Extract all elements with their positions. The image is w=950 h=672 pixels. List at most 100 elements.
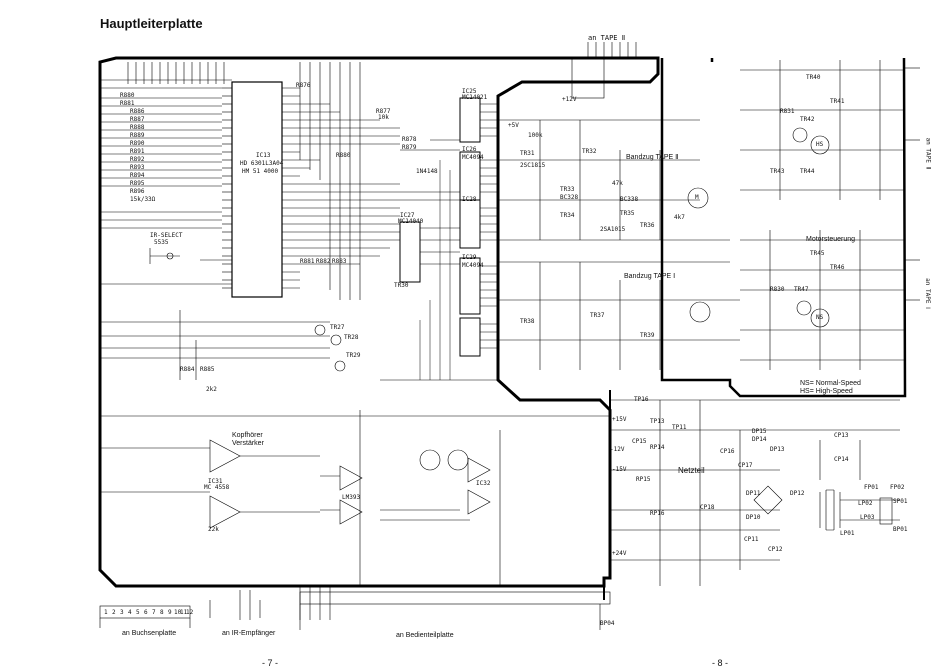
netzteil-label: Netzteil (678, 466, 705, 475)
transistor-label: TR38 (520, 318, 535, 325)
pin-number: 3 (120, 609, 124, 616)
pin-number: 7 (152, 609, 156, 616)
ic27-label: IC27 (400, 212, 415, 219)
resistor-label: R886 (130, 108, 145, 115)
part-label: CP11 (744, 536, 759, 543)
ic13-type-label: HD 6301L3A04 (240, 160, 284, 167)
pin-number: 12 (186, 609, 194, 616)
ic25-body (459, 97, 481, 143)
part-label: CP18 (700, 504, 715, 511)
resistor-label: R893 (130, 164, 145, 171)
part-label: DP14 (752, 436, 767, 443)
value-label: BC338 (620, 196, 639, 203)
connector-bedien-label: an Bedienteilplatte (396, 632, 454, 639)
part-label: CP12 (768, 546, 783, 553)
value-label: 2SC1815 (520, 162, 546, 169)
resistor-label: R883 (332, 258, 347, 265)
ic26-type-label: MC4094 (462, 154, 484, 161)
transistor-label: TR28 (344, 334, 359, 341)
part-label: RP16 (650, 510, 665, 517)
part-label: DP13 (770, 446, 785, 453)
part-label: RP15 (636, 476, 651, 483)
value-label: BC328 (560, 194, 579, 201)
part-label: RP14 (650, 444, 665, 451)
resistor-label: R887 (130, 116, 145, 123)
ns-motor-label: NS (816, 314, 824, 321)
resistor-label: R889 (130, 132, 145, 139)
resistor-label: R881 (300, 258, 315, 265)
connector-tape2-right-label: an TAPE Ⅱ (924, 137, 932, 170)
ic29-label: IC29 (462, 254, 477, 261)
kopfhoerer-label: Kopfhörer (232, 432, 263, 439)
ic13-b-label: HM 51 4000 (242, 168, 279, 175)
resistor-label: R885 (200, 366, 215, 373)
ic13-body (231, 81, 283, 298)
part-label: CP14 (834, 456, 849, 463)
left-lower-circuit (100, 248, 610, 620)
bottom-connectors (99, 591, 611, 630)
pin-number: 8 (160, 609, 164, 616)
resistor-label: R896 (130, 188, 145, 195)
pin-number: 1 (104, 609, 108, 616)
page-number-right: - 8 - (712, 658, 729, 668)
ic32-label: IC32 (476, 480, 491, 487)
transistor-label: TR30 (394, 282, 409, 289)
value-label: +15V (612, 416, 627, 423)
transistor-label: TR44 (800, 168, 815, 175)
ic28-body (459, 199, 481, 249)
value-label: 2k2 (206, 386, 217, 393)
value-label: 47k (612, 180, 623, 187)
ic25-type-label: MC14021 (462, 94, 488, 101)
part-label: FP02 (890, 484, 905, 491)
transistor-label: TR40 (806, 74, 821, 81)
connector-ir-label: an IR-Empfänger (222, 630, 276, 637)
resistor-label: R830 (770, 286, 785, 293)
hs-legend: HS= High-Speed (800, 388, 853, 395)
value-label: 100k (528, 132, 543, 139)
transistor-label: TR32 (582, 148, 597, 155)
ic27-type-label: MC14040 (398, 218, 424, 225)
left-bus-lines (100, 79, 330, 359)
value-label: +5V (508, 122, 519, 129)
transistor-label: TR45 (810, 250, 825, 257)
resistor-label: R877 (376, 108, 391, 115)
resistor-label: R878 (402, 136, 417, 143)
transistor-label: TR31 (520, 150, 535, 157)
ic27-body (399, 221, 421, 283)
right-edge-marks (904, 67, 920, 301)
resistor-label: R831 (780, 108, 795, 115)
part-label: CP16 (720, 448, 735, 455)
part-label: DP15 (752, 428, 767, 435)
ic13-pins-right (282, 87, 460, 289)
part-label: CP17 (738, 462, 753, 469)
connector-buchsen-label: an Buchsenplatte (122, 630, 177, 637)
top-vertical-bus (127, 62, 361, 300)
transistor-label: TR36 (640, 222, 655, 229)
pin-number: 10 (174, 609, 182, 616)
resistor-label-bottom: 15k/33Ω (130, 196, 156, 203)
transistor-label: TR35 (620, 210, 635, 217)
part-label: CP15 (632, 438, 647, 445)
motorsteuerung-label: Motorsteuerung (806, 236, 856, 243)
part-label: TP11 (672, 424, 687, 431)
part-label: LP03 (860, 514, 875, 521)
ic31-type-label: MC 4558 (204, 484, 230, 491)
page-number-left: - 7 - (262, 658, 279, 668)
verstaerker-label: Verstärker (232, 440, 264, 447)
value-label: 22k (208, 526, 219, 533)
part-label: SP01 (893, 498, 908, 505)
transistor-label: TR47 (794, 286, 809, 293)
resistor-label: R892 (130, 156, 145, 163)
part-label: CP13 (834, 432, 849, 439)
resistor-label: R881 (120, 100, 135, 107)
board-outline-left (98, 56, 660, 588)
part-label: TP13 (650, 418, 665, 425)
pin-number: 5 (136, 609, 140, 616)
pin-number: 4 (128, 609, 132, 616)
tape2-area (498, 42, 904, 370)
part-label: DP12 (790, 490, 805, 497)
resistor-label: R888 (130, 124, 145, 131)
transistor-label: TR29 (346, 352, 361, 359)
transistor-label: TR42 (800, 116, 815, 123)
value-label: 2SA1015 (600, 226, 626, 233)
